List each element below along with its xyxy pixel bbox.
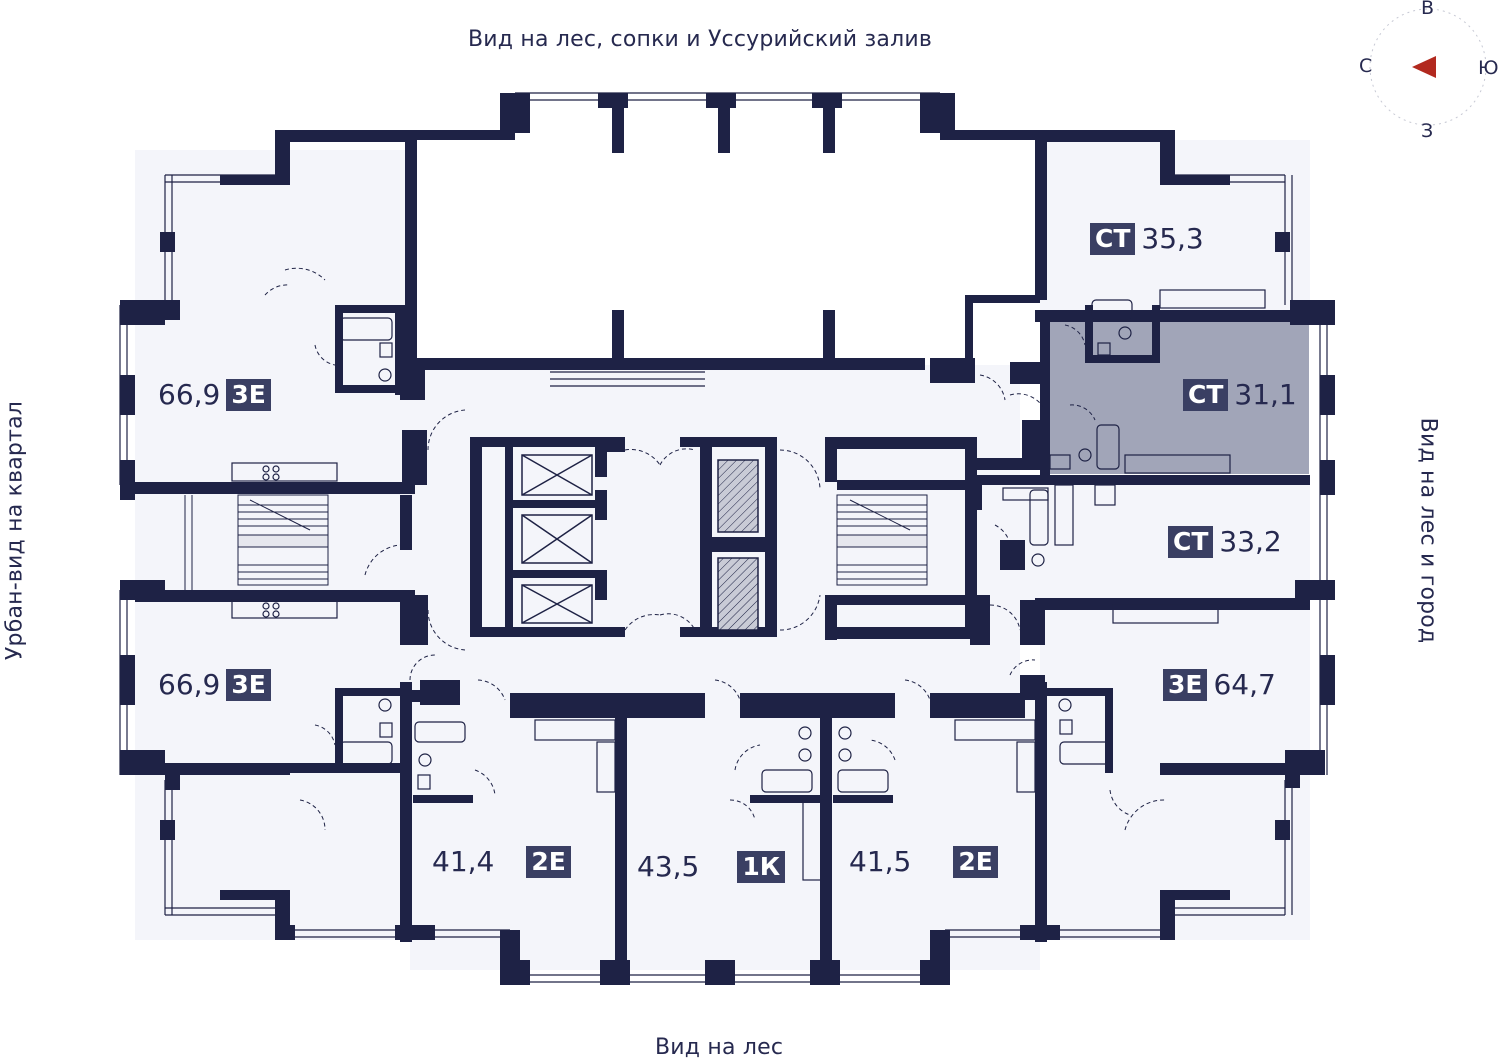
view-label-bottom: Вид на лес [655,1035,784,1060]
apartment-area: 66,9 [158,378,221,411]
apartment-type-badge: 3Е [226,378,271,411]
apartment-2e-41-4[interactable]: 2Е 41,4 [432,845,571,878]
floor-1k-43-5 [620,690,830,970]
apartment-3e-66-9-bottom[interactable]: 3Е 66,9 [158,668,271,701]
floor-2e-41-4 [410,690,620,970]
apartment-area: 41,5 [849,845,912,878]
apartment-area: 43,5 [637,850,700,883]
apartment-area: 41,4 [432,845,495,878]
view-label-right: Вид на лес и город [1415,417,1441,644]
apartment-type-badge: СТ [1090,222,1136,255]
apartment-3e-66-9-top[interactable]: 3Е 66,9 [158,378,271,411]
apartment-area: 33,2 [1219,525,1282,558]
apartment-ct-33-2[interactable]: СТ 33,2 [1168,525,1282,558]
apartment-type-badge: 3Е [226,668,271,701]
apartment-ct-31-1[interactable]: СТ 31,1 [1183,378,1297,411]
apartment-area: 66,9 [158,668,221,701]
apartment-area: 64,7 [1213,668,1276,701]
compass [1369,8,1487,126]
apartment-type-badge: 2Е [526,845,571,878]
apartment-type-badge: 3Е [1163,668,1208,701]
apartment-1k-43-5[interactable]: 1К 43,5 [637,850,786,883]
compass-north: С [1359,55,1373,77]
compass-south: Ю [1478,57,1499,79]
apartment-2e-41-5[interactable]: 2Е 41,5 [849,845,998,878]
apartment-area: 31,1 [1234,378,1297,411]
apartment-type-badge: 2Е [953,845,998,878]
compass-arrow-icon [1412,56,1436,78]
view-label-left: Урбан-вид на квартал [2,400,28,661]
apartment-ct-35-3[interactable]: СТ 35,3 [1090,222,1204,255]
apartment-type-badge: СТ [1183,378,1229,411]
compass-west: З [1421,120,1434,142]
floor-corridor [410,365,1020,690]
floor-2e-41-5 [830,690,1040,970]
apartment-area: 35,3 [1141,222,1204,255]
apartment-3e-64-7[interactable]: 3Е 64,7 [1163,668,1276,701]
view-label-top: Вид на лес, сопки и Уссурийский залив [468,27,932,52]
apartment-type-badge: 1К [737,850,786,883]
compass-east: В [1421,0,1435,19]
apartment-type-badge: СТ [1168,525,1214,558]
